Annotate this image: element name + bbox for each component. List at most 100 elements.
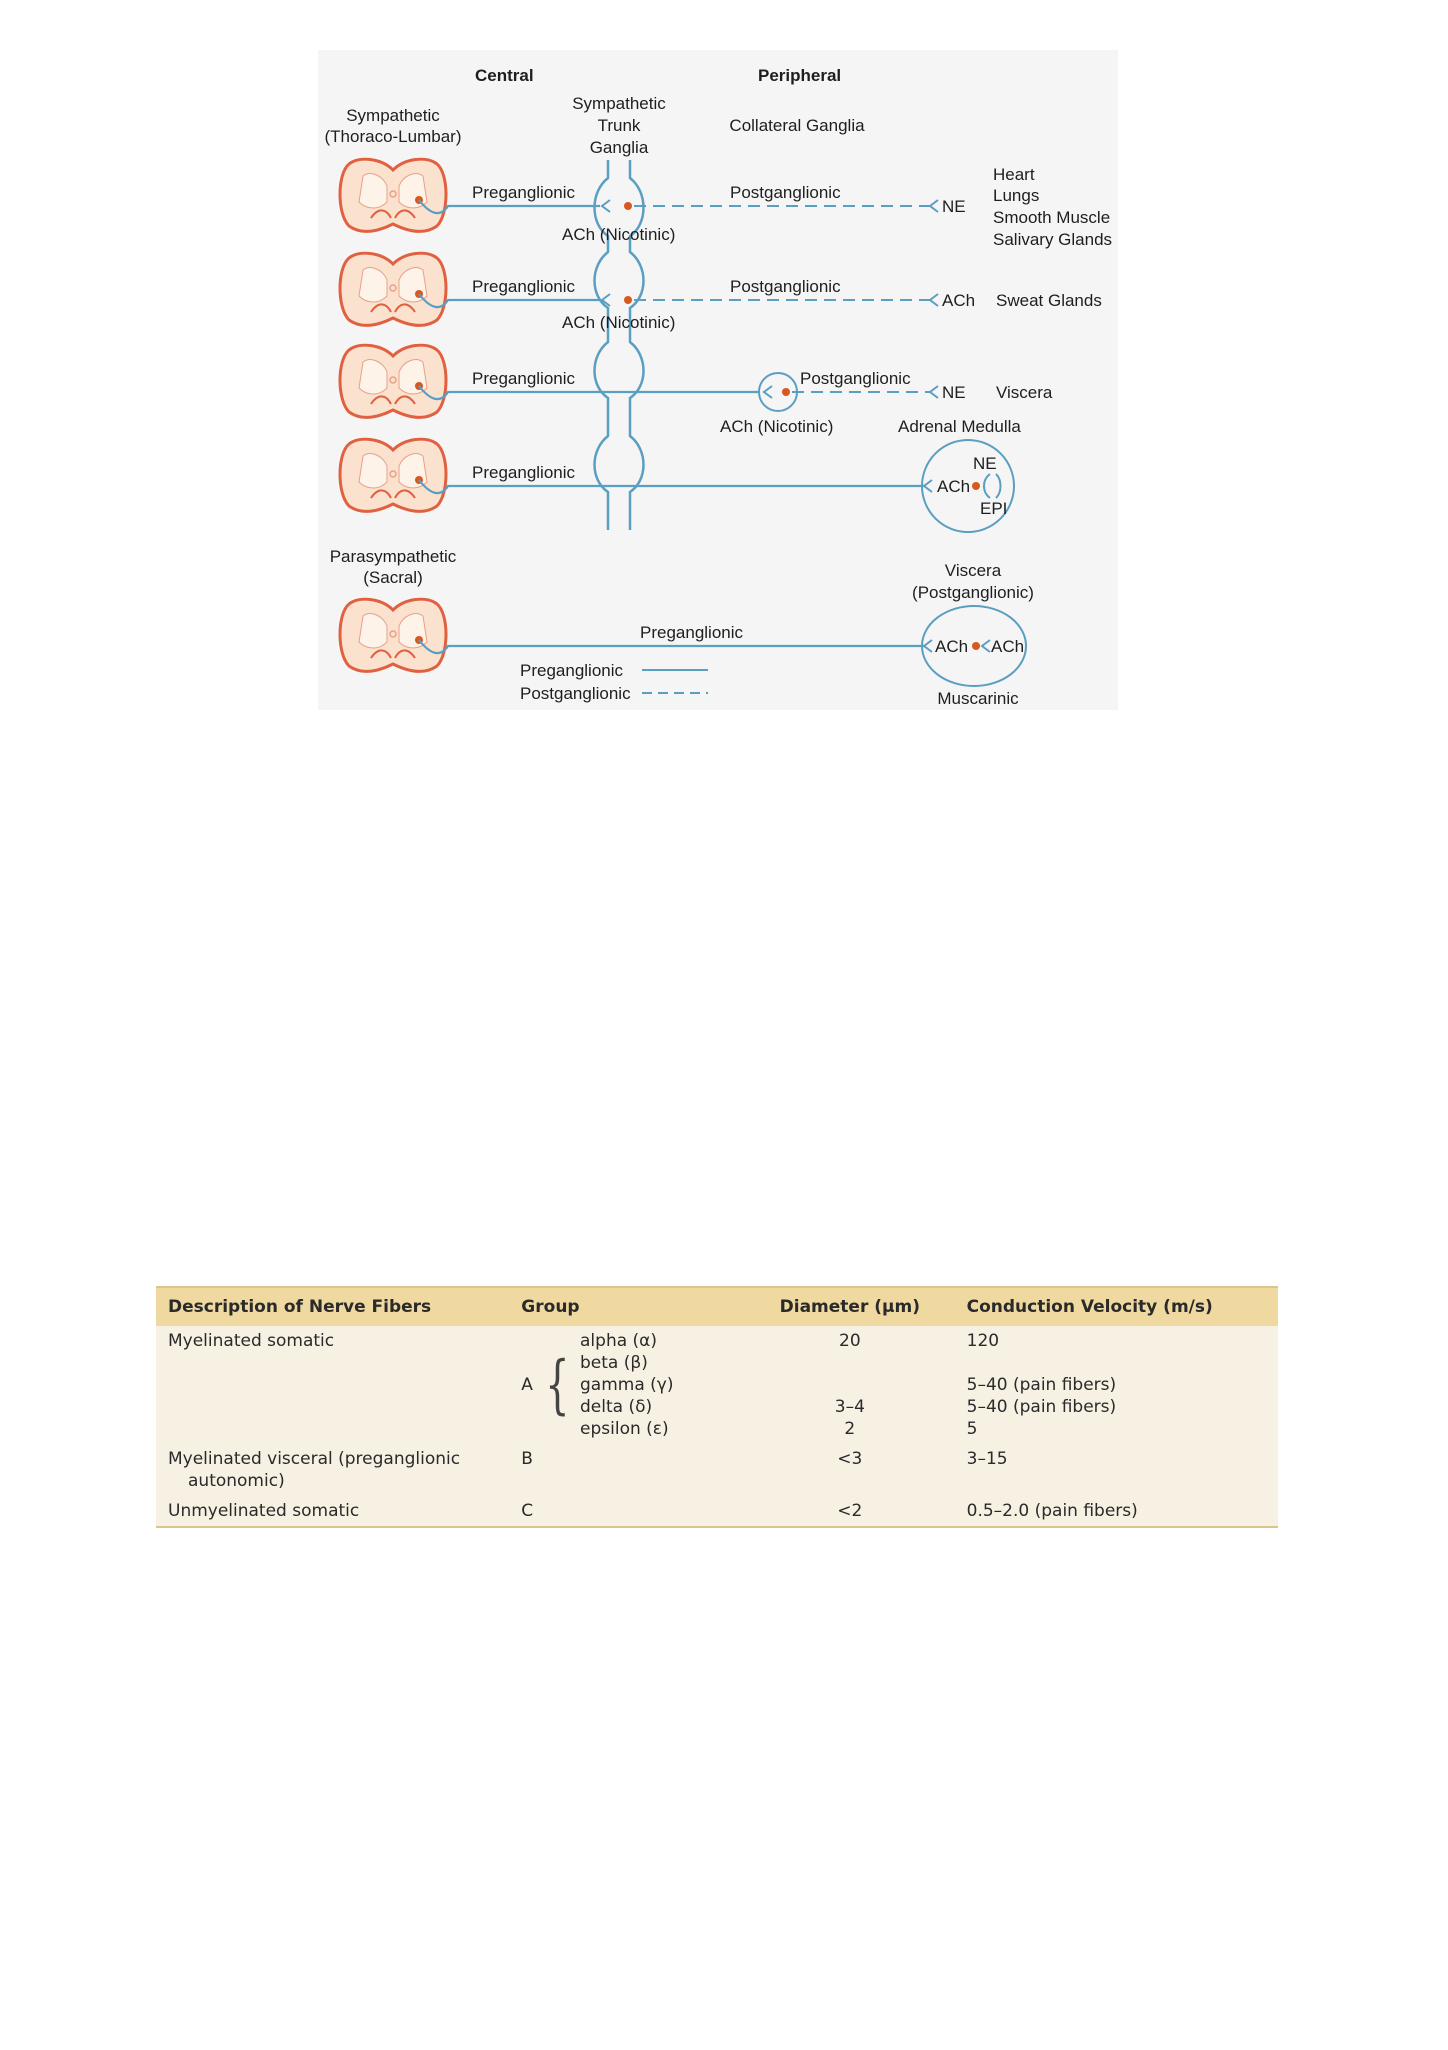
viscera-label: Viscera xyxy=(945,561,1002,580)
column-central: Central xyxy=(475,66,534,85)
row-b-group: B xyxy=(521,1449,533,1469)
parasympathetic-subtitle: (Sacral) xyxy=(363,568,423,587)
legend-preganglionic-label: Preganglionic xyxy=(520,661,624,680)
synapse-arrow xyxy=(980,639,991,653)
adrenal-ach-label: ACh xyxy=(937,477,970,496)
row-b-velocity: 3–15 xyxy=(966,1449,1008,1469)
subgroup-epsilon: epsilon (ε) xyxy=(580,1419,669,1439)
preganglionic-fiber-row-2 xyxy=(418,293,600,309)
table-row: Myelinated visceral (preganglionic auton… xyxy=(156,1444,1278,1496)
diameter-alpha: 20 xyxy=(839,1331,861,1351)
velocity-gamma: 5–40 (pain fibers) xyxy=(966,1375,1117,1395)
effector-arrow xyxy=(928,293,939,307)
row-b-diameter: <3 xyxy=(837,1449,863,1469)
brace-icon: { xyxy=(545,1348,570,1422)
ganglion-neuron-dot xyxy=(624,202,632,210)
transmitter-label-row-2: ACh xyxy=(942,291,975,310)
spinal-cord-row-4 xyxy=(338,437,448,513)
parasympathetic-preganglionic-fiber xyxy=(418,639,924,655)
preganglionic-label-row-1: Preganglionic xyxy=(472,183,576,202)
preganglionic-fiber-row-4 xyxy=(418,479,924,495)
row-c-group: C xyxy=(521,1501,534,1521)
table-row: Unmyelinated somatic C <2 0.5–2.0 (pain … xyxy=(156,1496,1278,1527)
receptor-label-row-2: ACh (Nicotinic) xyxy=(562,313,675,332)
synapse-arrow xyxy=(922,479,933,493)
row-c-description: Unmyelinated somatic xyxy=(168,1501,360,1521)
adrenal-medulla-circle xyxy=(921,439,1015,533)
transmitter-label-row-1: NE xyxy=(942,197,966,216)
spinal-cord-row-2 xyxy=(338,251,448,327)
adrenal-epi-label: EPI xyxy=(980,499,1007,518)
chromaffin-dot xyxy=(972,482,980,490)
diameter-delta: 3–4 xyxy=(834,1397,865,1417)
target-sweat-glands: Sweat Glands xyxy=(996,291,1102,310)
preganglionic-fiber-row-1 xyxy=(418,199,600,215)
header-diameter: Diameter (µm) xyxy=(733,1287,967,1326)
muscarinic-label: Muscarinic xyxy=(937,689,1019,708)
receptor-label-row-1: ACh (Nicotinic) xyxy=(562,225,675,244)
trunk-label-3: Ganglia xyxy=(590,138,649,157)
table-row: Myelinated somatic A { alpha (α) beta (β… xyxy=(156,1326,1278,1444)
row-b-description-line-1: Myelinated visceral (preganglionic xyxy=(168,1449,461,1469)
sympathetic-subtitle: (Thoraco-Lumbar) xyxy=(325,127,462,146)
receptor-label-row-3: ACh (Nicotinic) xyxy=(720,417,833,436)
row-c-velocity: 0.5–2.0 (pain fibers) xyxy=(966,1501,1138,1521)
synapse-arrow xyxy=(600,293,611,307)
diameter-beta xyxy=(745,1352,955,1374)
postganglionic-label-row-1: Postganglionic xyxy=(730,183,841,202)
velocity-delta: 5–40 (pain fibers) xyxy=(966,1397,1117,1417)
table-header-row: Description of Nerve Fibers Group Diamet… xyxy=(156,1287,1278,1326)
preganglionic-label-row-2: Preganglionic xyxy=(472,277,576,296)
subgroup-alpha: alpha (α) xyxy=(580,1331,658,1351)
viscera-ganglion xyxy=(921,605,1027,687)
target-lungs: Lungs xyxy=(993,186,1039,205)
row-a-group: A { alpha (α) beta (β) gamma (γ) delta (… xyxy=(509,1326,733,1444)
spinal-cord-row-3 xyxy=(338,343,448,419)
autonomic-pathways-diagram: Central Peripheral Sympathetic (Thoraco-… xyxy=(318,50,1118,710)
postganglionic-label-row-3: Postganglionic xyxy=(800,369,911,388)
trunk-label-1: Sympathetic xyxy=(572,94,666,113)
sympathetic-title: Sympathetic xyxy=(346,106,440,125)
ganglion-neuron-dot xyxy=(782,388,790,396)
spinal-cord-parasympathetic xyxy=(338,597,448,673)
viscera-ach-right: ACh xyxy=(991,637,1024,656)
row-b-description-line-2: autonomic) xyxy=(188,1471,285,1491)
preganglionic-label-row-3: Preganglionic xyxy=(472,369,576,388)
adrenal-ne-label: NE xyxy=(973,454,997,473)
row-a-diameter: 20 3–4 2 xyxy=(733,1326,967,1444)
parasympathetic-preganglionic-label: Preganglionic xyxy=(640,623,744,642)
spinal-cord-row-1 xyxy=(338,157,448,233)
velocity-beta xyxy=(967,1352,1266,1374)
target-smooth-muscle: Smooth Muscle xyxy=(993,208,1110,227)
sympathetic-trunk-right xyxy=(628,160,645,530)
postganglionic-label-row-2: Postganglionic xyxy=(730,277,841,296)
row-a-description: Myelinated somatic xyxy=(168,1331,335,1351)
viscera-neuron-dot xyxy=(972,642,980,650)
effector-arrow xyxy=(928,385,939,399)
subgroup-beta: beta (β) xyxy=(580,1353,648,1373)
target-heart: Heart xyxy=(993,165,1035,184)
trunk-label-2: Trunk xyxy=(598,116,641,135)
effector-arrow xyxy=(928,199,939,213)
target-viscera: Viscera xyxy=(996,383,1053,402)
row-b-description: Myelinated visceral (preganglionic auton… xyxy=(156,1444,509,1496)
row-a-velocity: 120 5–40 (pain fibers) 5–40 (pain fibers… xyxy=(967,1326,1278,1444)
collateral-ganglia-label: Collateral Ganglia xyxy=(729,116,865,135)
diagram-background xyxy=(318,50,1118,710)
synapse-arrow xyxy=(600,199,611,213)
row-c-diameter: <2 xyxy=(837,1501,863,1521)
header-velocity: Conduction Velocity (m/s) xyxy=(966,1287,1278,1326)
diameter-epsilon: 2 xyxy=(844,1419,856,1439)
sympathetic-trunk-left xyxy=(593,160,610,530)
synapse-arrow xyxy=(922,639,933,653)
subgroup-gamma: gamma (γ) xyxy=(580,1375,674,1395)
group-a-letter: A xyxy=(521,1375,533,1395)
viscera-ach-left: ACh xyxy=(935,637,968,656)
diameter-gamma xyxy=(745,1374,955,1396)
viscera-postganglionic-label: (Postganglionic) xyxy=(912,583,1034,602)
release-bracket xyxy=(983,473,1002,499)
ganglion-neuron-dot xyxy=(624,296,632,304)
transmitter-label-row-3: NE xyxy=(942,383,966,402)
preganglionic-label-row-4: Preganglionic xyxy=(472,463,576,482)
parasympathetic-title: Parasympathetic xyxy=(330,547,457,566)
